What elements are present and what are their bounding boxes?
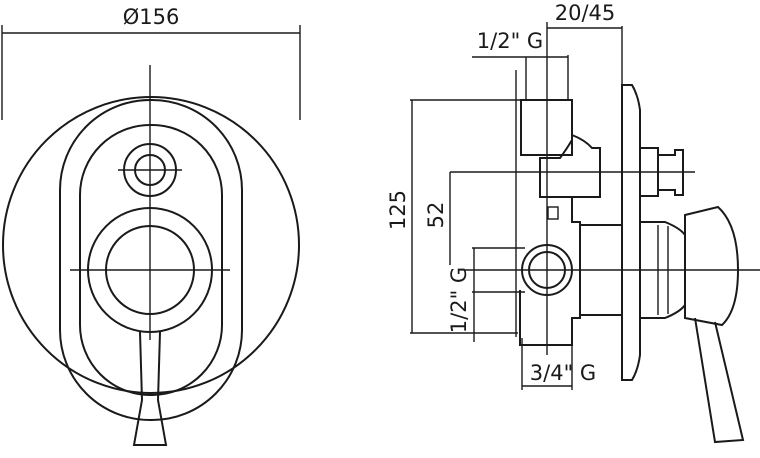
lever-front xyxy=(132,331,168,446)
center-distance-label: 52 xyxy=(424,202,448,229)
inner-oval xyxy=(79,124,223,396)
depth-label: 20/45 xyxy=(555,1,616,25)
outer-oval xyxy=(59,99,243,421)
diameter-label: Ø156 xyxy=(123,5,180,29)
valve-body xyxy=(519,196,581,346)
marker-square xyxy=(547,206,559,220)
side-inlet-label: 1/2" G xyxy=(447,267,471,333)
diverter-stem xyxy=(658,149,684,196)
diverter-cartridge xyxy=(539,134,601,198)
side-view: 20/45 1/2" G 125 52 xyxy=(386,1,760,444)
bottom-outlet-label: 3/4" G xyxy=(530,361,596,385)
wall-plate xyxy=(621,84,641,381)
top-inlet-block xyxy=(520,99,573,156)
height-label: 125 xyxy=(386,190,410,230)
lever-side xyxy=(694,317,745,444)
cover-plate-outline xyxy=(2,96,300,394)
handle-head xyxy=(684,205,740,327)
diverter-nut xyxy=(639,147,659,197)
top-inlet-label: 1/2" G xyxy=(477,29,543,53)
front-view: Ø156 xyxy=(1,5,301,446)
